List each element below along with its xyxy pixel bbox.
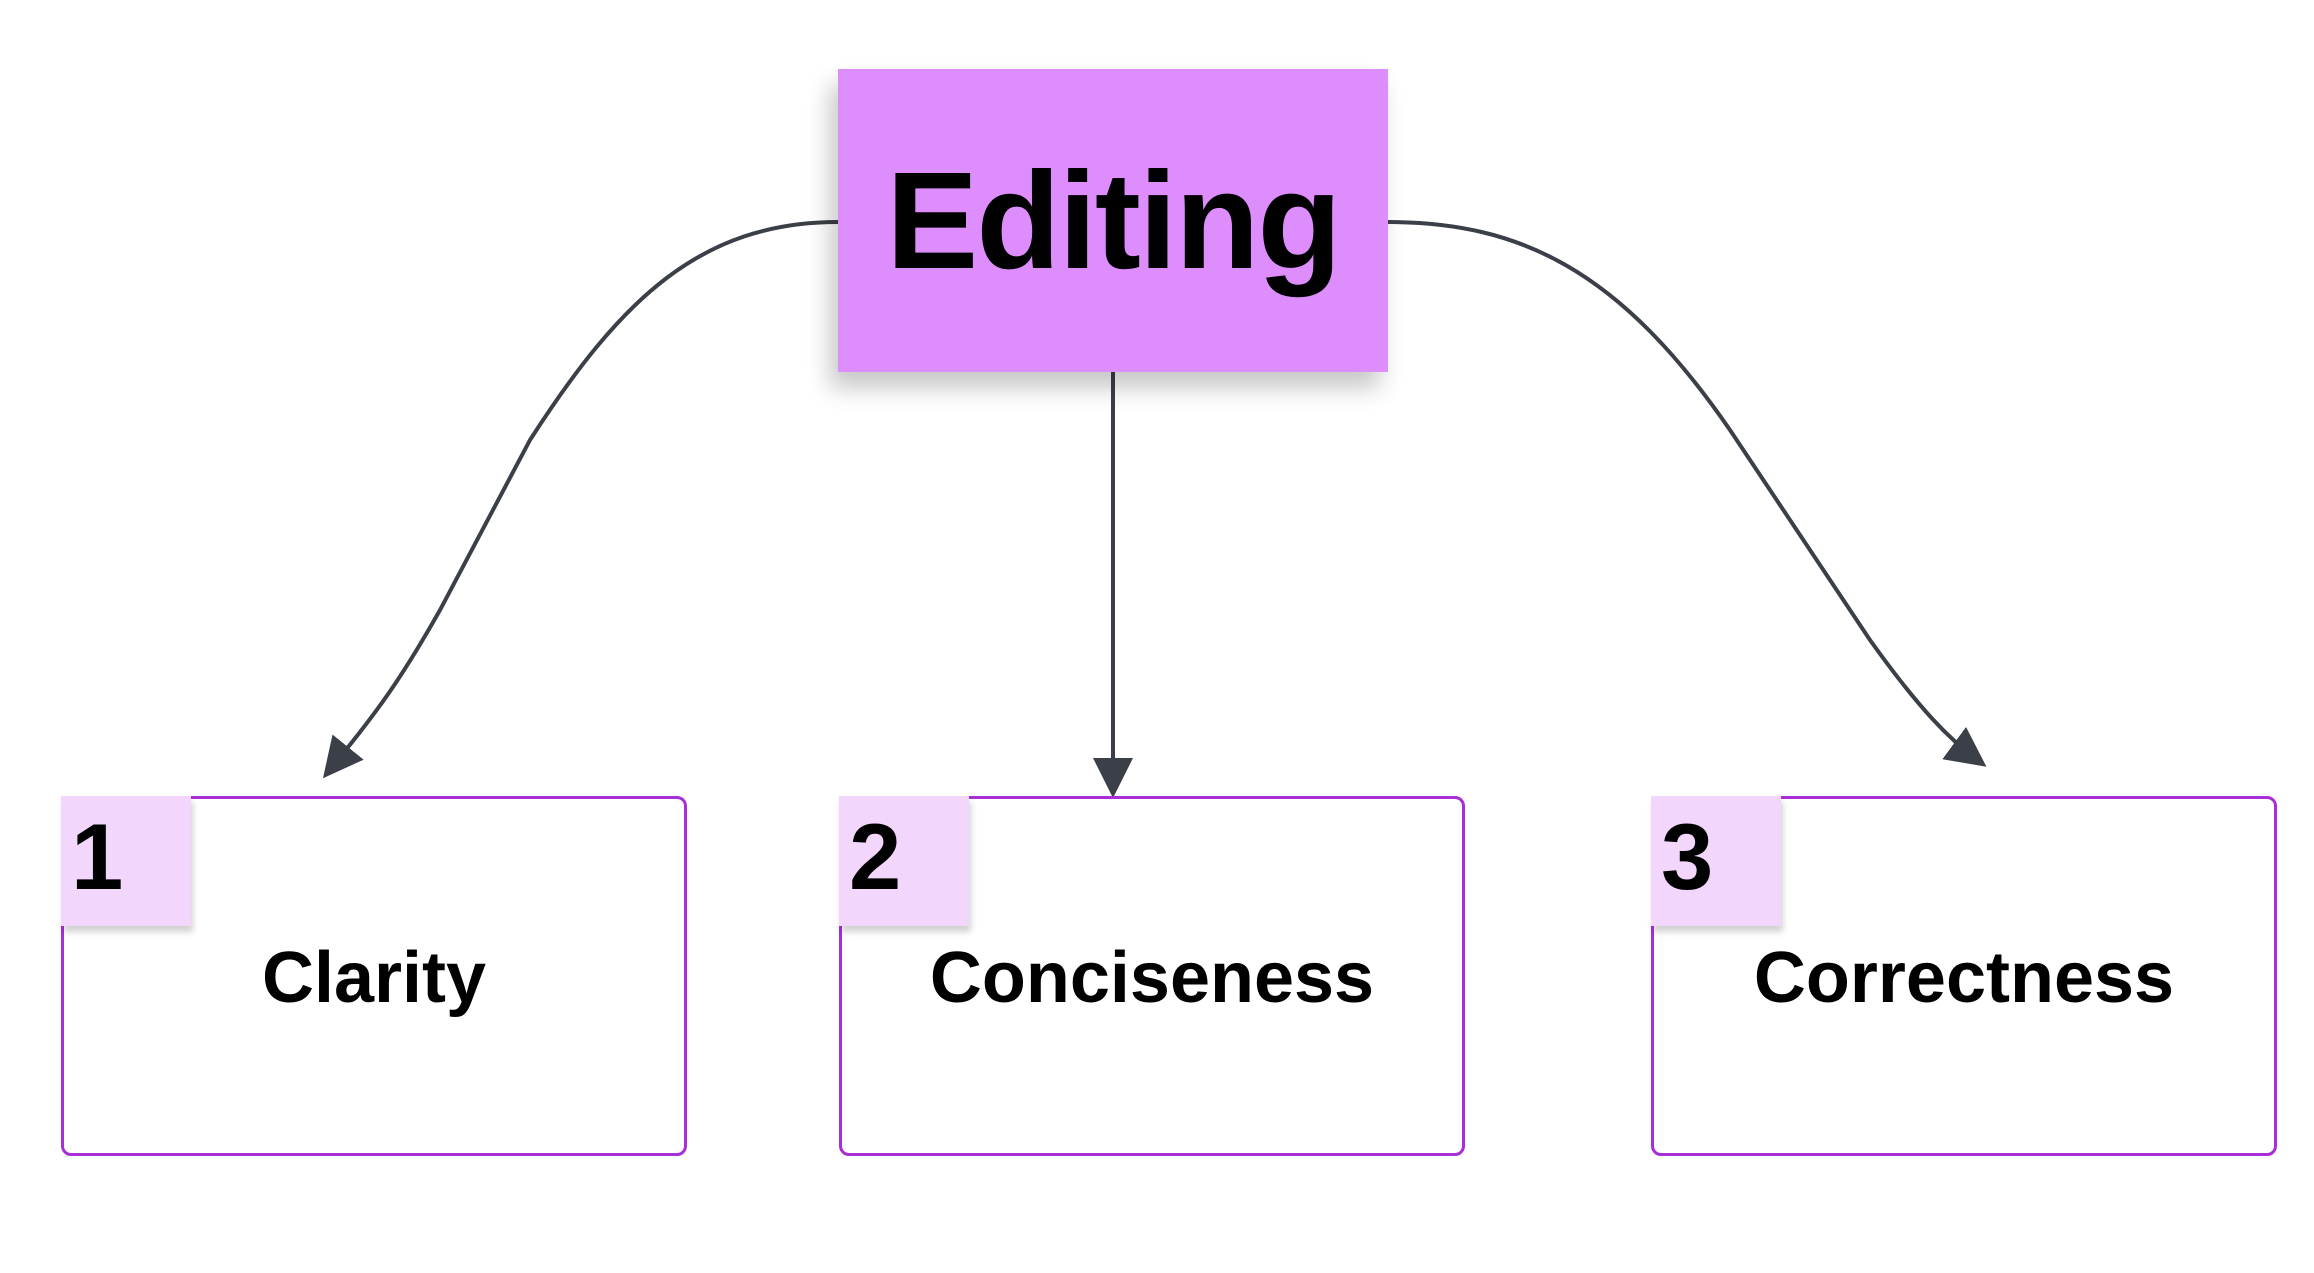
card-conciseness[interactable]: 2 Conciseness [839, 796, 1465, 1156]
number-label: 3 [1661, 804, 1714, 909]
connector-editing-to-clarity [322, 220, 839, 779]
number-label: 1 [71, 804, 124, 909]
card-correctness[interactable]: 3 Correctness [1651, 796, 2277, 1156]
root-title: Editing [886, 143, 1342, 298]
number-tag: 3 [1651, 796, 1781, 926]
number-label: 2 [849, 804, 902, 909]
card-label: Conciseness [929, 938, 1375, 1018]
number-tag: 2 [839, 796, 969, 926]
number-tag: 1 [61, 796, 191, 926]
card-clarity[interactable]: 1 Clarity [61, 796, 687, 1156]
root-note-editing[interactable]: Editing [838, 69, 1388, 372]
connector-editing-to-correctness [1387, 220, 1987, 767]
card-label: Clarity [261, 938, 487, 1018]
card-label: Correctness [1753, 938, 2175, 1018]
